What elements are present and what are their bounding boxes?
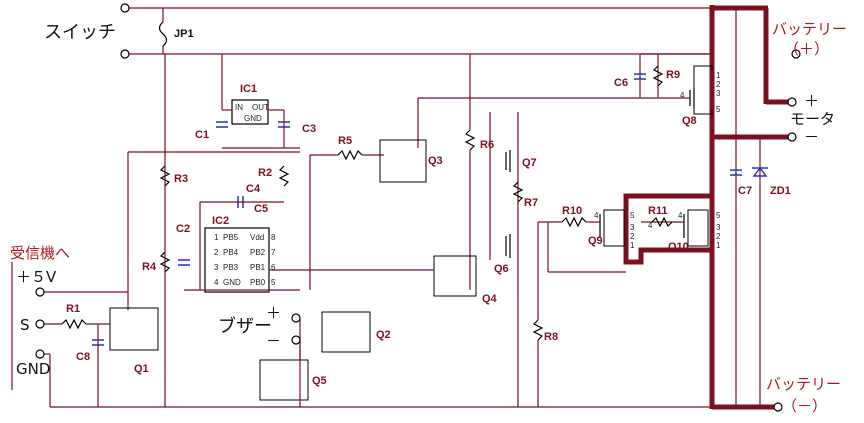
r6-label: R6 bbox=[480, 139, 494, 151]
ic2-pin-n3: 3 bbox=[214, 263, 219, 272]
switch-terminal-1 bbox=[120, 3, 130, 13]
r4-label: R4 bbox=[142, 261, 157, 273]
q8-pin-5: 5 bbox=[716, 105, 721, 114]
ic2-pin-pb4: PB4 bbox=[223, 248, 239, 257]
buzzer-plus-terminal bbox=[291, 313, 301, 323]
ic2-pin-n6: 6 bbox=[271, 263, 276, 272]
c5-label: C5 bbox=[254, 203, 268, 215]
receiver-s-terminal bbox=[35, 319, 45, 329]
q10-label: Q10 bbox=[668, 241, 689, 253]
q8-pin-1: 1 bbox=[716, 71, 721, 80]
ic1-pin-gnd: GND bbox=[244, 114, 262, 123]
ic2-pin-n7: 7 bbox=[271, 248, 276, 257]
s-label: S bbox=[20, 316, 30, 334]
q9-label: Q9 bbox=[588, 235, 603, 247]
ic1-pin-out: OUT bbox=[252, 103, 269, 112]
q9-pin-5: 5 bbox=[630, 211, 635, 220]
motor-plus-sign: ＋ bbox=[804, 92, 819, 110]
r1-label: R1 bbox=[66, 303, 80, 315]
q10-pin-1: 1 bbox=[716, 241, 721, 250]
buzzer-plus-sign: ＋ bbox=[266, 304, 281, 322]
c6-label: C6 bbox=[614, 77, 628, 89]
r10-label: R10 bbox=[562, 205, 582, 217]
q5-label: Q5 bbox=[312, 375, 327, 387]
q10-pin-4: 4 bbox=[678, 211, 683, 220]
q8-label: Q8 bbox=[682, 115, 697, 127]
q11-pin-4: 4 bbox=[648, 221, 653, 230]
r2-label: R2 bbox=[258, 167, 272, 179]
motor-minus-terminal bbox=[787, 132, 797, 142]
c7-label: C7 bbox=[738, 185, 752, 197]
ic2-pin-pb3: PB3 bbox=[223, 263, 239, 272]
receiver-gnd-terminal bbox=[35, 349, 45, 359]
q9-pin-4: 4 bbox=[594, 211, 599, 220]
r11-label: R11 bbox=[648, 205, 668, 217]
ic2-label: IC2 bbox=[212, 215, 229, 227]
battery-minus-label: バッテリー bbox=[766, 375, 841, 393]
gnd-label: GND bbox=[16, 360, 50, 378]
q4-label: Q4 bbox=[482, 293, 498, 305]
ic1-pin-in: IN bbox=[235, 103, 243, 112]
c3-label: C3 bbox=[302, 123, 316, 135]
jp1-label: JP1 bbox=[174, 28, 194, 40]
buzzer-minus-terminal bbox=[291, 335, 301, 345]
ic2-pin-pb5: PB5 bbox=[223, 233, 239, 242]
battery-plus-label: バッテリー bbox=[772, 20, 847, 38]
motor-plus-terminal bbox=[787, 97, 797, 107]
ic2-pin-vdd: Vdd bbox=[250, 233, 264, 242]
q10-pin-3: 3 bbox=[716, 223, 721, 232]
q8-pin-3: 3 bbox=[716, 89, 721, 98]
c2-label: C2 bbox=[176, 223, 190, 235]
q6-label: Q6 bbox=[494, 263, 509, 275]
ic2-pin-n8: 8 bbox=[271, 233, 276, 242]
c1-label: C1 bbox=[195, 129, 209, 141]
battery-minus-sign: （－） bbox=[782, 397, 827, 415]
buzzer-minus-sign: － bbox=[266, 332, 281, 350]
r7-label: R7 bbox=[524, 197, 538, 209]
battery-plus-terminal bbox=[791, 49, 801, 59]
battery-minus-terminal bbox=[773, 402, 783, 412]
q9-pin-1: 1 bbox=[630, 241, 635, 250]
receiver-label: 受信機へ bbox=[10, 244, 70, 262]
ic2-pin-n4: 4 bbox=[214, 278, 219, 287]
c8-label: C8 bbox=[76, 351, 90, 363]
ic2-pin-gnd: GND bbox=[223, 278, 241, 287]
q10-pin-2: 2 bbox=[716, 232, 721, 241]
motor-minus-sign: － bbox=[804, 128, 819, 146]
ic1-label: IC1 bbox=[240, 83, 257, 95]
q3-label: Q3 bbox=[428, 155, 443, 167]
q7-label: Q7 bbox=[522, 157, 537, 169]
ic2-pin-pb1: PB1 bbox=[250, 263, 266, 272]
battery-plus-sign: （＋） bbox=[784, 40, 829, 58]
buzzer-label: ブザー bbox=[218, 315, 272, 337]
q9-pin-3: 3 bbox=[630, 223, 635, 232]
q10-pin-5: 5 bbox=[716, 211, 721, 220]
motor-label: モータ bbox=[790, 110, 835, 128]
plus5v-label: ＋５V bbox=[16, 268, 57, 286]
r8-label: R8 bbox=[544, 331, 558, 343]
q8-pin-2: 2 bbox=[716, 80, 721, 89]
r5-label: R5 bbox=[338, 135, 352, 147]
r9-label: R9 bbox=[666, 69, 680, 81]
switch-label: スイッチ bbox=[44, 22, 116, 43]
ic2-pin-pb0: PB0 bbox=[250, 278, 266, 287]
q1-label: Q1 bbox=[134, 363, 149, 375]
receiver-5v-terminal bbox=[35, 287, 45, 297]
q8-pin-4: 4 bbox=[680, 91, 685, 100]
r3-label: R3 bbox=[174, 173, 188, 185]
zd1-label: ZD1 bbox=[770, 185, 791, 197]
ic2-pin-pb2: PB2 bbox=[250, 248, 266, 257]
ic2-pin-n5: 5 bbox=[271, 278, 276, 287]
c4-label: C4 bbox=[246, 183, 261, 195]
ic2-pin-n1: 1 bbox=[214, 233, 219, 242]
switch-terminal-2 bbox=[120, 49, 130, 59]
ic2-pin-n2: 2 bbox=[214, 248, 219, 257]
q2-label: Q2 bbox=[376, 329, 391, 341]
jp1-jumper bbox=[158, 21, 168, 47]
q9-pin-2: 2 bbox=[630, 232, 635, 241]
